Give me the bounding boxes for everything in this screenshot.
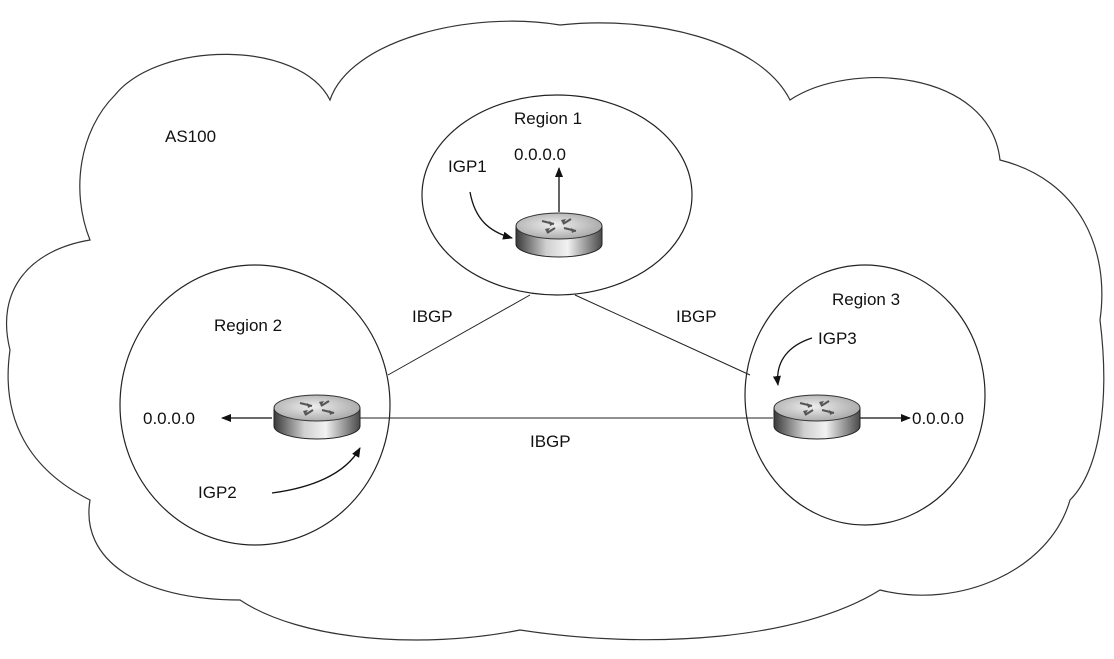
region-1-default-route: 0.0.0.0 [514,145,566,164]
region-2-igp-arrow [271,447,361,494]
ibgp-label-r1-r2: IBGP [412,307,453,326]
region-3-igp-arrow [772,337,813,386]
region-2-boundary [119,264,391,546]
region-3-default-route: 0.0.0.0 [912,409,964,428]
ibgp-label-r1-r3: IBGP [676,307,717,326]
ibgp-link-r1-r2 [387,294,531,376]
router-icon [273,394,361,440]
region-2-label: Region 2 [214,316,282,335]
ibgp-label-r2-r3: IBGP [530,432,571,451]
router-icon [515,212,603,258]
region-1-boundary [421,94,693,296]
as-label: AS100 [165,127,216,146]
ibgp-link-r1-r3 [574,294,751,376]
region-1-igp-label: IGP1 [448,157,487,176]
region-3-label: Region 3 [832,290,900,309]
region-2-igp-label: IGP2 [198,483,237,502]
region-3-igp-label: IGP3 [818,329,857,348]
as-cloud-outline [5,20,1105,641]
region-3-boundary [744,264,986,526]
region-1-label: Region 1 [514,109,582,128]
region-2-default-route: 0.0.0.0 [143,409,195,428]
region-1-igp-arrow [469,191,513,240]
router-icon [773,394,861,440]
